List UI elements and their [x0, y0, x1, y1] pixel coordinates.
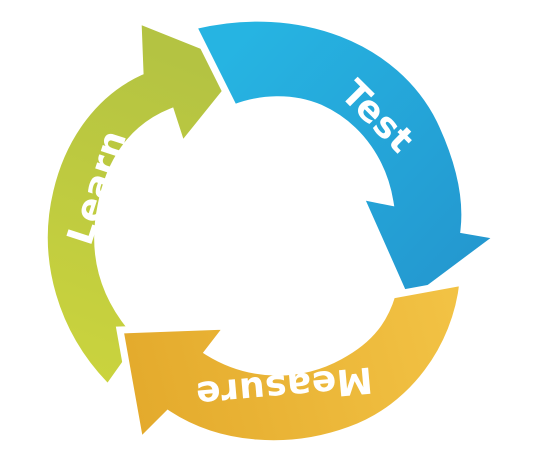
- measure-arrow: [115, 277, 467, 450]
- test-arrow: [187, 14, 508, 310]
- learn-arrow: [40, 14, 254, 394]
